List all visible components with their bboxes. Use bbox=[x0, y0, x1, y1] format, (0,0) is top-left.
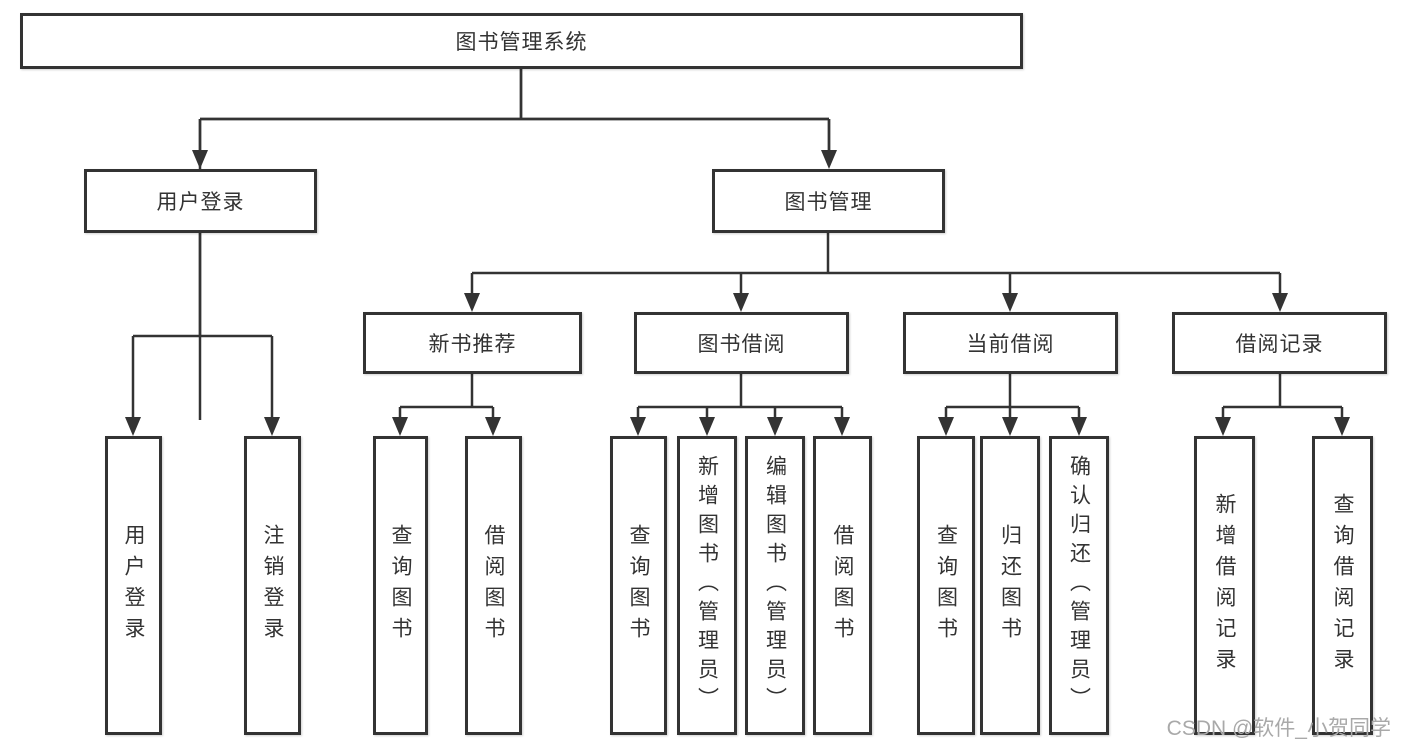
node-root: 图书管理系统 bbox=[20, 13, 1023, 69]
node-book-management-label: 图书管理 bbox=[784, 191, 873, 214]
watermark: CSDN @软件_小贺同学 bbox=[1166, 717, 1391, 740]
node-current-borrowing: 当前借阅 bbox=[903, 312, 1118, 374]
node-book-management: 图书管理 bbox=[712, 169, 945, 233]
leaf-borrow-books: 借阅图书 bbox=[813, 436, 872, 735]
connector-records-group bbox=[1221, 374, 1344, 420]
node-book-borrowing-label: 图书借阅 bbox=[697, 333, 786, 356]
connector-newbook-group bbox=[398, 374, 495, 420]
node-current-borrowing-label: 当前借阅 bbox=[966, 333, 1055, 356]
node-new-book-recommend: 新书推荐 bbox=[363, 312, 582, 374]
leaf-edit-books-admin: 编辑图书（管理员） bbox=[745, 436, 805, 735]
leaf-add-books-admin-label: 新增图书（管理员） bbox=[695, 455, 719, 716]
leaf-query-borrow-record-label: 查询借阅记录 bbox=[1331, 492, 1354, 679]
leaf-add-borrow-record: 新增借阅记录 bbox=[1194, 436, 1255, 735]
node-user-login: 用户登录 bbox=[84, 169, 317, 233]
node-book-borrowing: 图书借阅 bbox=[634, 312, 849, 374]
leaf-user-login: 用户登录 bbox=[105, 436, 162, 735]
leaf-query-books-current-label: 查询图书 bbox=[934, 523, 958, 648]
leaf-query-books-current: 查询图书 bbox=[917, 436, 975, 735]
leaf-query-borrow-record: 查询借阅记录 bbox=[1312, 436, 1373, 735]
node-root-label: 图书管理系统 bbox=[455, 31, 588, 54]
leaf-user-login-label: 用户登录 bbox=[122, 523, 145, 648]
leaf-borrow-books-label: 借阅图书 bbox=[831, 523, 854, 648]
leaf-confirm-return-admin-label: 确认归还（管理员） bbox=[1067, 455, 1091, 716]
leaf-query-books-recommend: 查询图书 bbox=[373, 436, 428, 735]
node-user-login-label: 用户登录 bbox=[156, 191, 245, 214]
leaf-borrow-books-recommend-label: 借阅图书 bbox=[482, 523, 505, 648]
leaf-logout-label: 注销登录 bbox=[261, 523, 284, 648]
leaf-logout: 注销登录 bbox=[244, 436, 301, 735]
connector-bookmgmt-group bbox=[470, 233, 1282, 296]
leaf-confirm-return-admin: 确认归还（管理员） bbox=[1049, 436, 1109, 735]
leaf-query-books-borrowing: 查询图书 bbox=[610, 436, 667, 735]
connector-current-group bbox=[944, 374, 1081, 420]
node-new-book-recommend-label: 新书推荐 bbox=[428, 333, 517, 356]
leaf-return-books-label: 归还图书 bbox=[998, 523, 1022, 648]
leaf-query-books-borrowing-label: 查询图书 bbox=[627, 523, 650, 648]
leaf-return-books: 归还图书 bbox=[980, 436, 1040, 735]
leaf-edit-books-admin-label: 编辑图书（管理员） bbox=[763, 455, 787, 716]
node-borrowing-records: 借阅记录 bbox=[1172, 312, 1387, 374]
leaf-borrow-books-recommend: 借阅图书 bbox=[465, 436, 522, 735]
connector-userlogin-group bbox=[131, 233, 274, 420]
leaf-query-books-recommend-label: 查询图书 bbox=[389, 523, 412, 648]
leaf-add-borrow-record-label: 新增借阅记录 bbox=[1213, 492, 1236, 679]
leaf-add-books-admin: 新增图书（管理员） bbox=[677, 436, 737, 735]
connector-borrow-group bbox=[636, 374, 844, 420]
node-borrowing-records-label: 借阅记录 bbox=[1235, 333, 1324, 356]
